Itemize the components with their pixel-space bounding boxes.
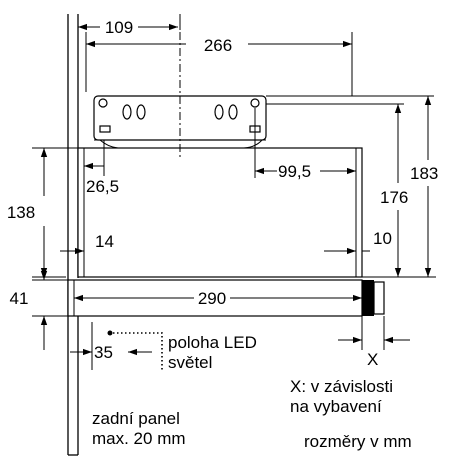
dim-x-label: X [367,350,378,369]
led-note-line1: poloha LED [168,333,257,352]
dim-183-label: 183 [410,164,438,183]
x-note-line1: X: v závislosti [290,377,393,396]
dimension-99-5: 99,5 [254,108,356,181]
dimension-266: 266 [85,32,353,96]
front-trim [362,280,374,316]
dim-290-label: 290 [198,289,226,308]
led-note-line2: světel [168,353,212,372]
dim-35-label: 35 [94,343,113,362]
led-marker [91,322,163,372]
dimension-176: 176 [380,104,408,277]
rear-panel [67,14,79,456]
dimension-14: 14 [60,232,114,255]
dim-99-5-label: 99,5 [278,162,311,181]
x-note-line2: na vybavení [290,397,382,416]
dimension-183: 183 [410,96,438,277]
keyhole-slot-icon [214,104,224,120]
keyhole-slot-icon [228,104,238,120]
dim-10-label: 10 [373,229,392,248]
dimension-290: 290 [74,289,362,308]
keyhole-slot-icon [136,104,146,120]
dimension-35: 35 [70,343,152,362]
dim-14-label: 14 [95,232,114,251]
dim-41-label: 41 [10,289,29,308]
hood-body [77,147,363,278]
keyhole-slot-icon [122,104,132,120]
screw-hole-icon [250,98,260,108]
units-note: rozměry v mm [304,432,412,451]
dim-109-label: 109 [105,18,133,37]
screw-hole-icon [98,98,108,108]
dim-26-5-label: 26,5 [86,177,119,196]
dimension-109: 109 [78,14,181,37]
dimension-138: 138 [7,147,78,278]
panel-note-line1: zadní panel [92,409,180,428]
panel-note-line2: max. 20 mm [92,429,186,448]
dim-266-label: 266 [204,36,232,55]
dimension-41: 41 [10,260,68,350]
dimension-10: 10 [324,229,392,255]
dimension-x: X [338,316,410,369]
dim-176-label: 176 [380,188,408,207]
dim-138-label: 138 [7,203,35,222]
dimension-26-5: 26,5 [84,140,119,196]
